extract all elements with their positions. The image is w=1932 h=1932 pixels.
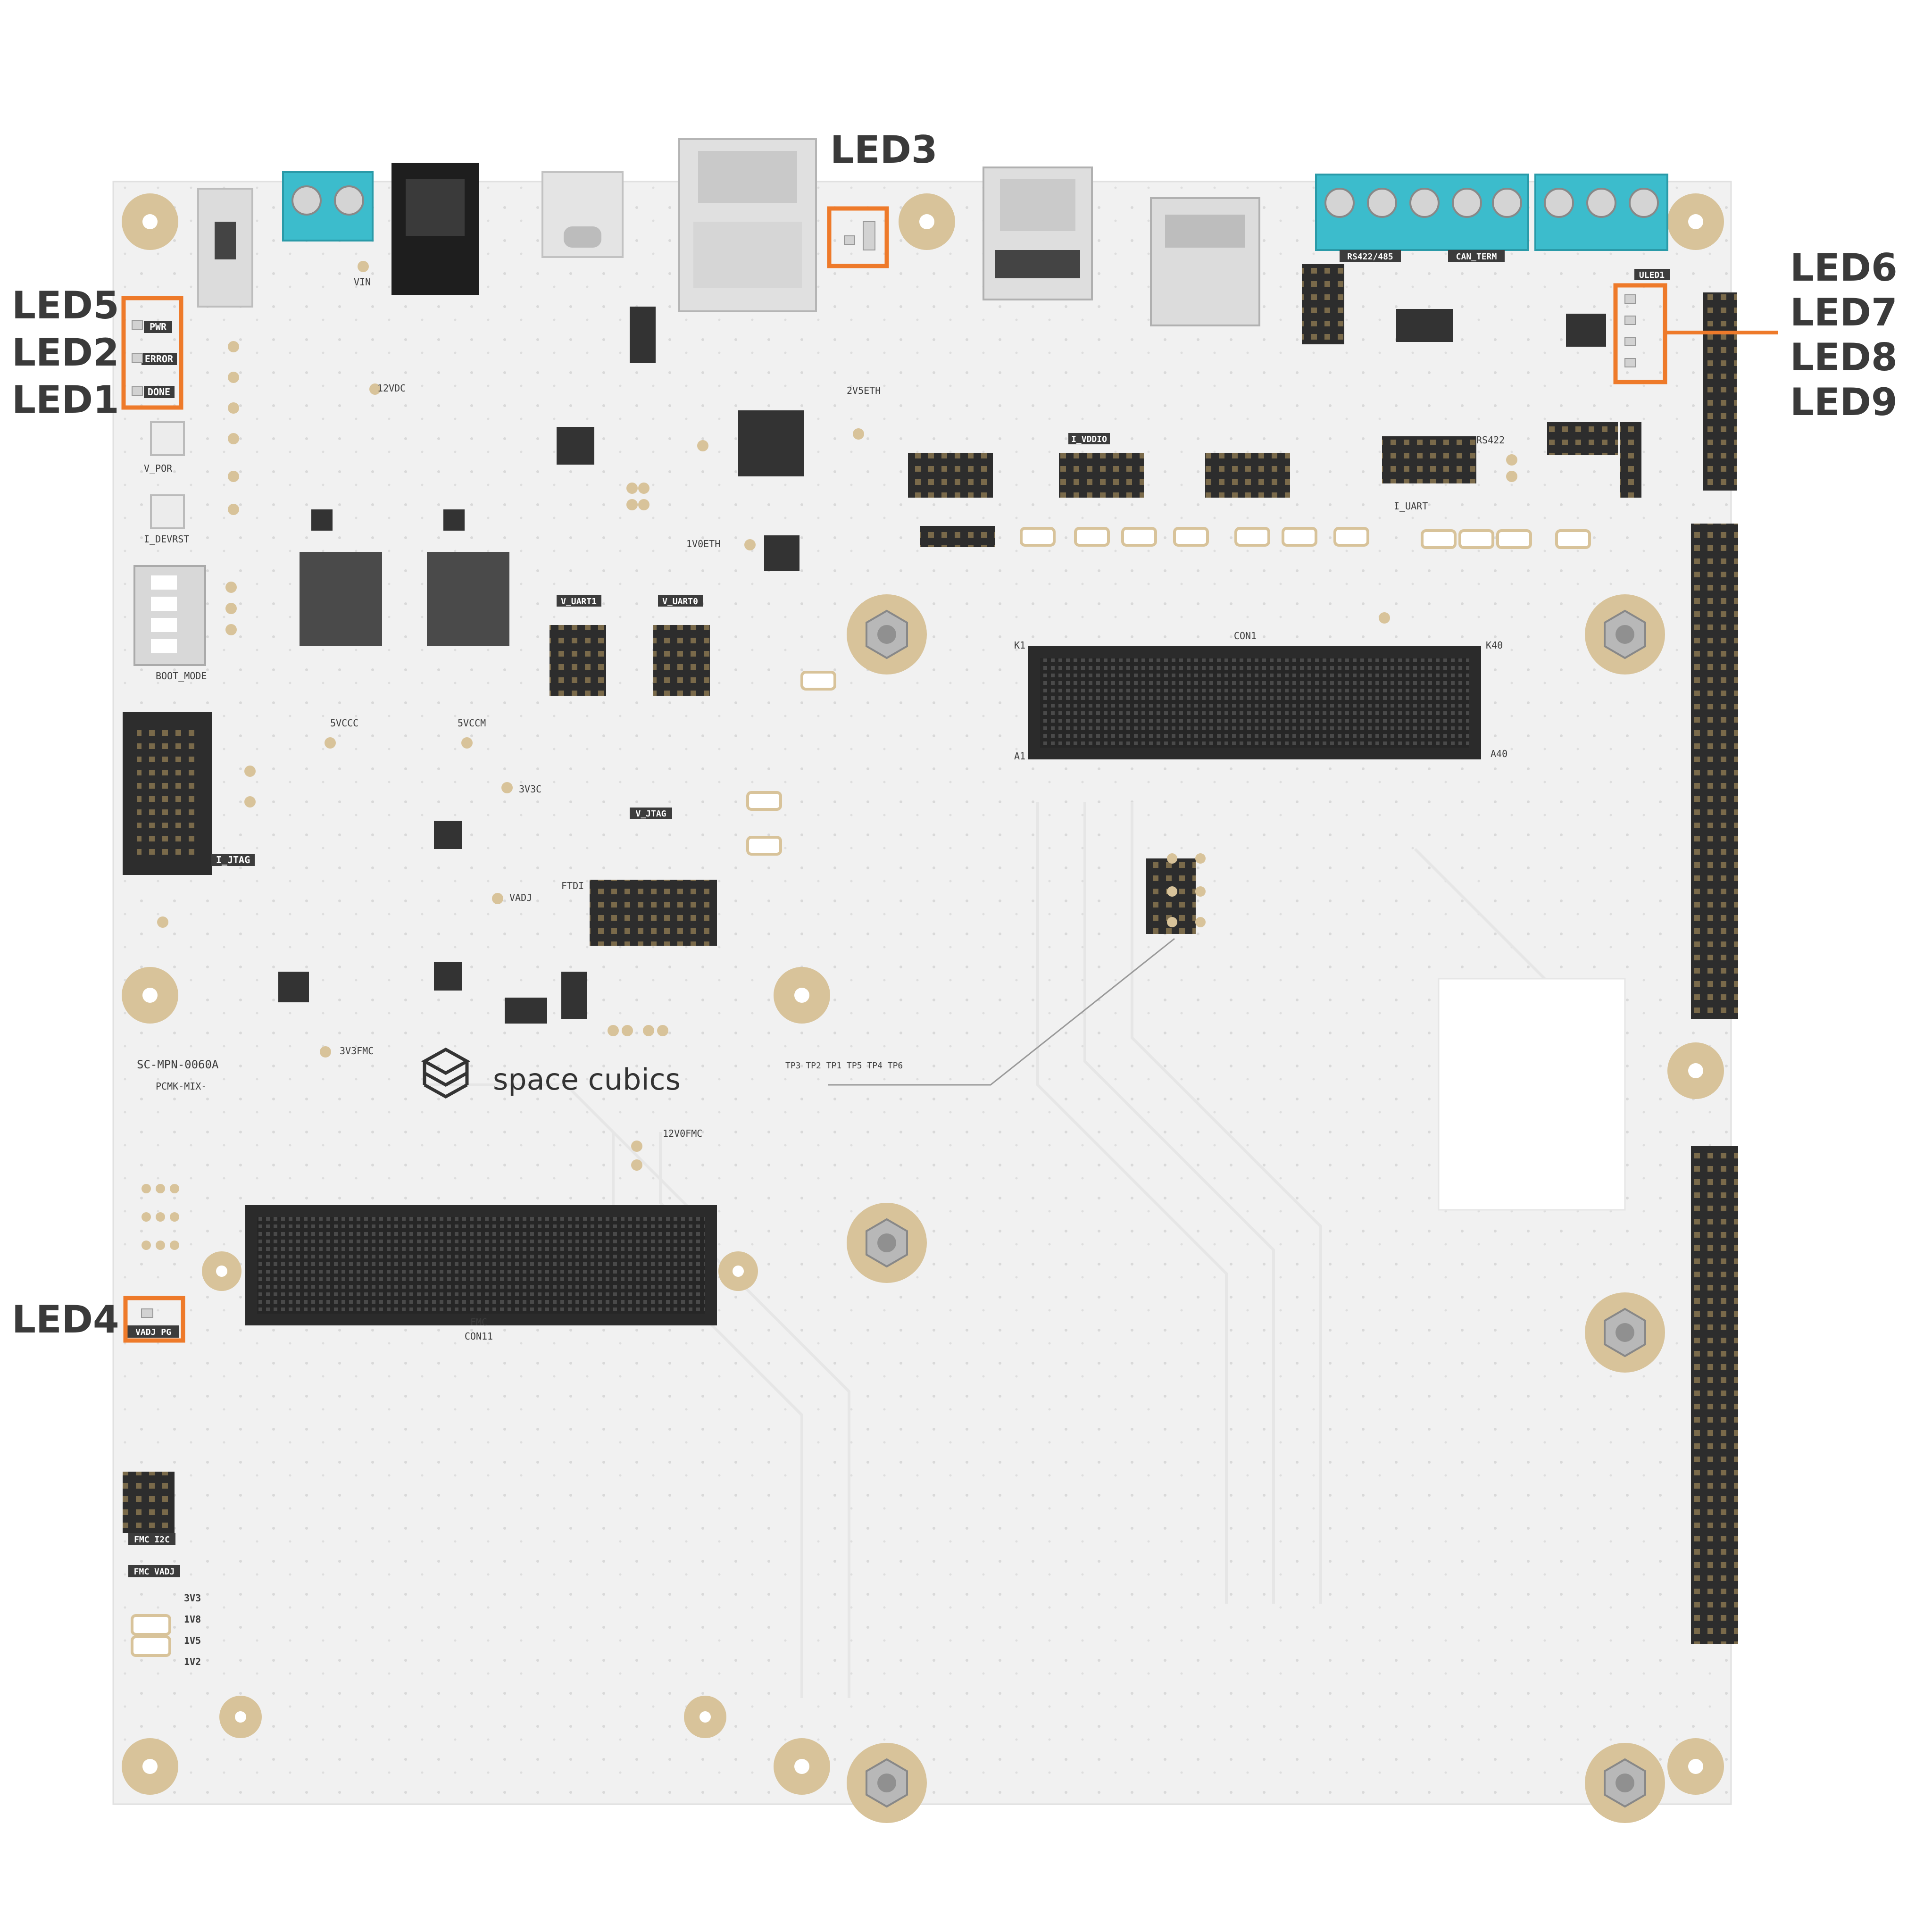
silk-i-vddio: I_VDDIO bbox=[1071, 434, 1107, 444]
stacked-cubes-icon bbox=[421, 1047, 471, 1099]
label-area bbox=[1438, 978, 1626, 1211]
led9-label: LED9 bbox=[1790, 380, 1898, 424]
silk-1v8: 1V8 bbox=[184, 1614, 201, 1625]
boot-mode-dip-switch bbox=[133, 565, 206, 666]
led3-highlight bbox=[827, 206, 889, 268]
silk-v-uart0: V_UART0 bbox=[662, 597, 698, 607]
usb-a-connector bbox=[983, 167, 1093, 300]
tp-leader-line bbox=[828, 938, 1175, 1086]
ethernet-jack bbox=[678, 138, 817, 312]
led1-label: LED1 bbox=[12, 378, 119, 422]
silk-v-jtag: V_JTAG bbox=[635, 809, 666, 819]
pin-header-right-mid bbox=[1691, 524, 1738, 1019]
fmc-connector bbox=[245, 1205, 717, 1325]
standoffs bbox=[847, 594, 1665, 1823]
silk-can-term: CAN_TERM bbox=[1456, 252, 1497, 262]
jumper-headers bbox=[123, 264, 1641, 1533]
silk-tp-block: TP3 TP2 TP1 TP5 TP4 TP6 bbox=[785, 1061, 903, 1071]
led5-label: LED5 bbox=[12, 283, 119, 327]
led8-label: LED8 bbox=[1790, 335, 1898, 379]
silk-5vccc: 5VCCC bbox=[330, 717, 358, 729]
silk-3v3fmc: 3V3FMC bbox=[340, 1045, 374, 1057]
dc-barrel-jack bbox=[391, 163, 479, 295]
slide-switch bbox=[197, 188, 253, 308]
terminal-block-right bbox=[1534, 174, 1668, 251]
mounting-holes bbox=[122, 193, 1724, 1795]
silk-con1: CON1 bbox=[1234, 630, 1257, 641]
pin-header-right-top bbox=[1703, 292, 1737, 491]
led5-led2-led1-highlight bbox=[121, 296, 183, 410]
test-points bbox=[142, 261, 1517, 1250]
led2-label: LED2 bbox=[12, 331, 119, 375]
silk-5vccm: 5VCCM bbox=[458, 717, 486, 729]
silk-a40: A40 bbox=[1491, 748, 1507, 759]
silk-error: ERROR bbox=[145, 353, 174, 365]
silk-1v5: 1V5 bbox=[184, 1635, 201, 1646]
i-devrst-button bbox=[150, 494, 185, 529]
ics bbox=[278, 307, 1606, 1024]
microsd-slot bbox=[1150, 197, 1260, 326]
part-number: SC-MPN-0060A bbox=[137, 1058, 219, 1071]
silk-k1: K1 bbox=[1014, 640, 1025, 651]
silk-uled1: ULED1 bbox=[1639, 270, 1665, 280]
silk-12v0fmc: 12V0FMC bbox=[663, 1128, 702, 1139]
v-por-button bbox=[150, 421, 185, 456]
led4-highlight bbox=[123, 1296, 185, 1343]
silk-boot-mode: BOOT_MODE bbox=[156, 670, 207, 682]
jumper-pads-row bbox=[131, 527, 1591, 1657]
silk-done: DONE bbox=[148, 386, 170, 398]
silk-rs422-485: RS422/485 bbox=[1347, 252, 1393, 262]
inductors bbox=[300, 552, 509, 646]
silk-a1: A1 bbox=[1014, 750, 1025, 762]
silk-i-jtag: I_JTAG bbox=[216, 854, 250, 866]
brand-name: space cubics bbox=[493, 1062, 681, 1097]
silk-2v5eth: 2V5ETH bbox=[847, 385, 881, 396]
silk-pwr: PWR bbox=[150, 321, 167, 333]
silk-rs422: RS422 bbox=[1476, 434, 1505, 446]
power-terminal-block bbox=[282, 171, 374, 242]
silk-i-devrst: I_DEVRST bbox=[144, 533, 189, 545]
silk-v-por: V_POR bbox=[144, 463, 173, 474]
silk-1v0eth: 1V0ETH bbox=[686, 538, 720, 550]
jtag-box-header bbox=[123, 712, 212, 875]
led7-label: LED7 bbox=[1790, 291, 1898, 334]
silk-v-uart1: V_UART1 bbox=[561, 597, 597, 607]
silk-fmc: FMC bbox=[470, 1316, 487, 1328]
rs422-can-terminal-block bbox=[1315, 174, 1529, 251]
silk-vadj-pg: VADJ PG bbox=[135, 1327, 171, 1337]
led4-label: LED4 bbox=[12, 1298, 119, 1341]
silk-12vdc: 12VDC bbox=[377, 383, 406, 394]
silkscreen-labels: PWR ERROR DONE V_POR I_DEVRST BOOT_MODE … bbox=[127, 250, 1670, 1667]
silk-vin: VIN bbox=[354, 276, 371, 288]
silk-3v3c: 3V3C bbox=[519, 783, 541, 795]
silk-3v3: 3V3 bbox=[184, 1592, 201, 1604]
silk-i-uart: I_UART bbox=[1394, 500, 1428, 512]
silk-1v2: 1V2 bbox=[184, 1656, 201, 1667]
silk-vadj: VADJ bbox=[509, 892, 532, 903]
led6-label: LED6 bbox=[1790, 246, 1898, 290]
sub-marking: PCMK-MIX- bbox=[156, 1081, 207, 1092]
con1-connector bbox=[1028, 646, 1481, 759]
led3-label: LED3 bbox=[830, 128, 938, 172]
pin-header-right-bottom bbox=[1691, 1146, 1738, 1644]
led-components bbox=[132, 221, 1636, 1318]
usb-c-connector bbox=[541, 171, 624, 258]
silk-con11: CON11 bbox=[465, 1331, 493, 1342]
silk-k40: K40 bbox=[1486, 640, 1503, 651]
silk-fmc-i2c: FMC I2C bbox=[134, 1535, 170, 1545]
silk-ftdi: FTDI bbox=[561, 880, 584, 891]
silk-fmc-vadj: FMC VADJ bbox=[134, 1567, 175, 1577]
